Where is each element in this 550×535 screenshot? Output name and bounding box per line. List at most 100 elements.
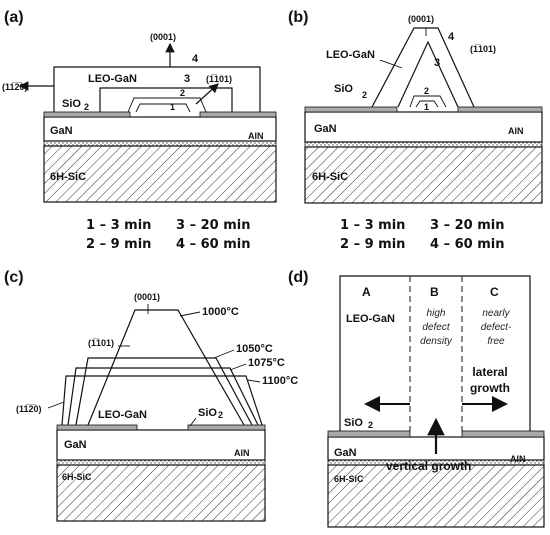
time-4: 4 – 60 min [430,237,504,252]
sio2-mask-right [199,111,277,118]
b-text-2: defect [422,322,450,333]
column-b-label: B [430,285,439,299]
label-sio2: SiO [344,417,363,429]
label-1075c: 1075°C [248,357,285,369]
outline-2 [409,95,447,108]
sic-substrate [43,145,277,203]
time-2: 2 – 9 min [340,237,405,252]
time-2: 2 – 9 min [86,237,151,252]
time-3: 3 – 20 min [430,218,504,233]
label-leo-gan: LEO-GaN [326,49,375,61]
outline-number-2: 2 [424,86,429,96]
time-1: 1 – 3 min [340,218,405,233]
b-text-1: high [427,308,446,319]
label-1100c: 1100°C [262,375,298,387]
outline-number-4: 4 [448,31,455,43]
label-aln: AlN [234,448,250,458]
label-1050c: 1050°C [236,343,273,355]
outline-number-2: 2 [180,88,185,98]
leader-1050c [213,349,235,359]
time-4: 4 – 60 min [176,237,250,252]
column-a-label: A [362,285,371,299]
panel-b-tag: (b) [288,9,308,26]
sio2-mask-left [43,111,131,118]
arrow-1101 [195,83,219,105]
b-text-3: density [420,336,453,347]
sic-substrate [304,146,543,204]
outline-3 [397,40,459,108]
label-sio2-subscript: 2 [368,420,373,430]
label-1101: (1̅101) [470,44,496,54]
outline-4 [53,66,261,112]
panel-c-tag: (c) [4,269,24,286]
column-c-label: C [490,285,499,299]
leo-gan-block [339,275,531,431]
sio2-mask-left [56,424,138,431]
sio2-mask-left [304,106,398,113]
label-gan: GaN [334,447,357,459]
sio2-mask-right [457,106,543,113]
label-sio2: SiO [334,83,353,95]
label-sio2-subscript: 2 [362,90,367,100]
leader-1100c [247,379,261,383]
aln-layer [56,459,266,466]
label-6h-sic: 6H-SiC [312,171,348,183]
label-gan: GaN [64,439,87,451]
leader-1120 [47,401,65,409]
label-1000c: 1000°C [202,306,239,318]
label-6h-sic: 6H-SiC [62,472,92,482]
aln-layer [304,141,543,148]
outline-1 [415,100,439,108]
label-0001: (0001) [150,32,176,42]
gan-layer [304,111,543,143]
c-text-3: free [487,336,505,347]
lateral-label-2: growth [470,381,510,395]
label-6h-sic: 6H-SiC [334,474,364,484]
time-1: 1 – 3 min [86,218,151,233]
outline-1100c [61,375,263,426]
label-gan: GaN [50,125,73,137]
label-sio2-subscript: 2 [84,102,89,112]
c-text-2: defect- [481,322,512,333]
label-1101: (1̅101) [206,74,232,84]
lateral-label-1: lateral [472,365,507,379]
panel-d-tag: (d) [288,269,308,286]
sio2-mask-left [327,430,411,438]
label-1101: (1̅101) [88,338,114,348]
label-sio2: SiO [198,407,217,419]
gan-layer [43,116,277,142]
sio2-mask-right [461,430,545,438]
outline-number-1: 1 [170,102,175,112]
leader-leo-gan [379,59,403,69]
label-1120: (11̅2̅0) [16,404,42,414]
leader-1000c [179,311,201,317]
panel-a: (a) (0001) (11̅2̅0) (1̅101) LEO-GaN SiO … [2,9,277,252]
label-0001: (0001) [408,14,434,24]
sic-substrate [56,464,266,522]
outline-number-3: 3 [434,57,440,69]
outline-number-4: 4 [192,53,199,65]
label-1120: (11̅2̅0) [2,82,28,92]
label-aln: AlN [510,454,526,464]
sic-substrate [327,464,545,528]
outline-2 [127,97,207,113]
outline-4 [371,27,475,108]
outline-1050c [75,357,253,426]
c-text-1: nearly [482,308,510,319]
label-0001: (0001) [134,292,160,302]
aln-layer [43,140,277,147]
gan-layer [56,429,266,461]
label-sio2-subscript: 2 [218,410,223,420]
panel-d: (d) A B C LEO-GaN high defect density ne… [288,269,545,528]
label-6h-sic: 6H-SiC [50,171,86,183]
label-leo-gan: LEO-GaN [98,409,147,421]
label-aln: AlN [248,131,264,141]
label-leo-gan: LEO-GaN [88,73,137,85]
panel-a-tag: (a) [4,9,24,26]
outline-3 [99,87,233,112]
label-gan: GaN [314,123,337,135]
leader-sio2 [189,417,197,427]
label-sio2: SiO [62,98,81,110]
sio2-mask-right [187,424,266,431]
